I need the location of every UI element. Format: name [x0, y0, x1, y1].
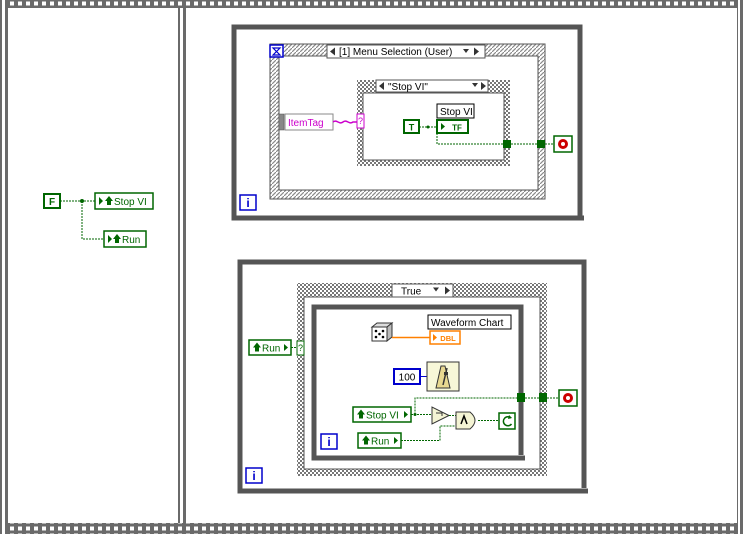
bool-wire: [436, 133, 507, 145]
house-icon: [105, 196, 113, 205]
wait-constant-value: 100: [399, 373, 416, 384]
run-local-read-label: Run: [262, 344, 280, 355]
case-selector[interactable]: True: [391, 283, 454, 298]
case-selector-terminal[interactable]: [356, 113, 365, 129]
case-selector-terminal[interactable]: [296, 340, 305, 356]
metronome-icon[interactable]: [426, 361, 460, 392]
stop-vi-local-read-label: Stop VI: [366, 411, 399, 422]
run-local-inner-label: Run: [371, 437, 389, 448]
true-constant-label: T: [409, 123, 415, 133]
waveform-chart-label: Waveform Chart: [431, 318, 504, 329]
wire-junction: [426, 125, 430, 129]
case-selector-label: "Stop VI": [388, 82, 428, 93]
hourglass-icon: [271, 47, 282, 56]
iteration-terminal[interactable]: [239, 194, 257, 211]
chevron-down-icon: [472, 83, 478, 87]
waveform-chart-type: DBL: [440, 334, 456, 343]
stop-vi-local-label: Stop VI: [114, 197, 147, 208]
string-wire: [332, 120, 357, 124]
event-while-loop[interactable]: i: [231, 24, 584, 221]
not-gate-icon[interactable]: [431, 406, 451, 425]
iteration-icon: i: [327, 435, 330, 449]
bool-wire: [401, 425, 456, 441]
stop-terminal-icon[interactable]: [553, 135, 573, 153]
house-icon: [362, 435, 370, 445]
loop-output-tunnel: [517, 393, 525, 402]
decrement-arrow-icon: [330, 47, 335, 56]
false-constant-label: F: [49, 197, 55, 208]
run-local-variable-read-inner[interactable]: Run: [357, 432, 402, 449]
chevron-down-icon: [463, 49, 469, 53]
inner-while-loop[interactable]: i: [311, 304, 525, 461]
case-selector-label: True: [401, 287, 422, 298]
house-icon: [357, 409, 365, 419]
event-output-tunnel: [537, 140, 545, 148]
case-selector-terminal-glyph: ?: [298, 343, 303, 353]
event-structure[interactable]: [1] Menu Selection (User) ItemTag ? "Sto…: [269, 43, 546, 200]
stop-vi-indicator-terminal[interactable]: TF: [436, 119, 469, 134]
event-selector[interactable]: [1] Menu Selection (User): [326, 44, 486, 59]
left-frame-content: F Stop VI Run: [43, 192, 154, 248]
bool-wire: [414, 397, 521, 415]
increment-arrow-icon: [474, 47, 479, 56]
run-local-variable-read[interactable]: Run: [248, 339, 292, 356]
case-output-tunnel: [539, 393, 547, 402]
wire-junction: [80, 199, 84, 203]
run-local-label: Run: [122, 235, 140, 246]
waveform-chart-label-box: [427, 314, 512, 330]
item-tag-label: ItemTag: [288, 118, 324, 129]
waveform-chart-terminal[interactable]: DBL: [429, 330, 461, 345]
chart-while-loop[interactable]: i: [237, 259, 588, 494]
stop-vi-indicator-label-box: [436, 103, 475, 119]
iteration-icon: i: [252, 469, 255, 483]
house-icon: [253, 342, 261, 352]
case-selector-terminal-glyph: ?: [358, 116, 363, 126]
stop-vi-indicator-type: TF: [452, 124, 462, 133]
continue-icon[interactable]: [498, 412, 516, 430]
run-local-variable[interactable]: Run: [103, 230, 147, 248]
iteration-terminal[interactable]: [320, 433, 338, 450]
and-gate-icon[interactable]: [455, 411, 476, 430]
stop-vi-indicator-label: Stop VI: [440, 107, 473, 118]
event-timeout-terminal[interactable]: [269, 44, 284, 58]
stop-vi-local-variable[interactable]: Stop VI: [94, 192, 154, 210]
event-selector-label: [1] Menu Selection (User): [339, 47, 452, 58]
stop-terminal-icon[interactable]: [558, 389, 578, 407]
iteration-icon: i: [246, 196, 249, 210]
house-icon: [113, 234, 121, 243]
chevron-down-icon: [433, 287, 439, 292]
decrement-arrow-icon: [379, 82, 384, 90]
string-case-structure[interactable]: ? "Stop VI" T Stop VI TF: [356, 79, 510, 166]
stop-vi-local-variable-read[interactable]: Stop VI: [352, 406, 412, 423]
case-output-tunnel: [503, 140, 511, 148]
bool-wire-branch: [81, 201, 104, 240]
item-tag-event-data[interactable]: ItemTag: [278, 113, 334, 131]
increment-arrow-icon: [481, 82, 486, 90]
case-selector[interactable]: "Stop VI": [375, 79, 489, 93]
dice-icon[interactable]: [370, 321, 394, 343]
iteration-terminal[interactable]: [245, 467, 263, 484]
increment-arrow-icon: [445, 286, 450, 295]
